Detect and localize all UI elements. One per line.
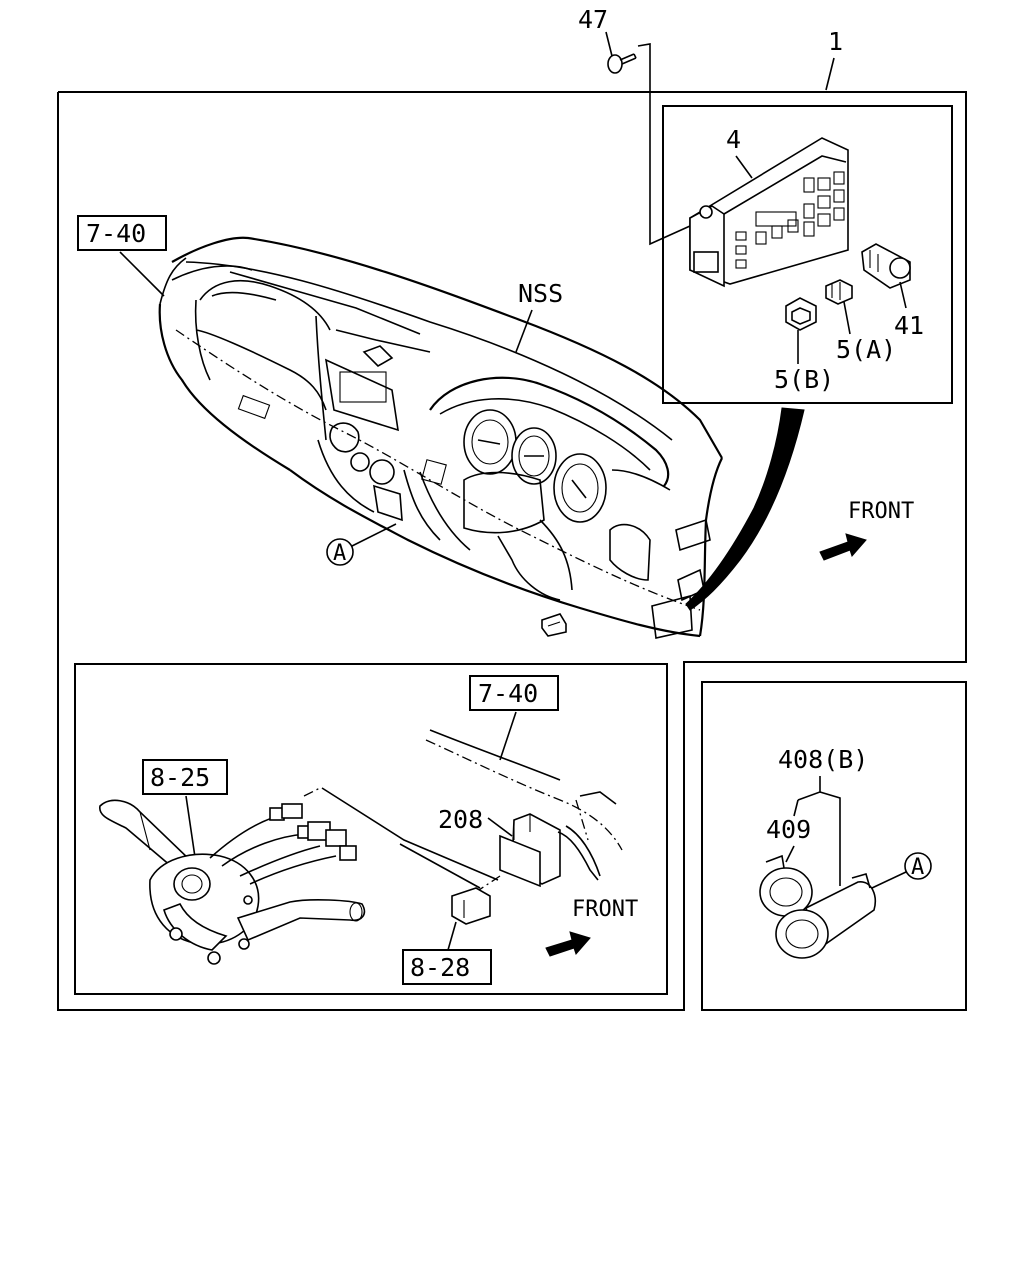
label-5a: 5(A) bbox=[836, 335, 896, 364]
socket-panel: 408(B) 409 A bbox=[701, 681, 967, 1011]
label-41: 41 bbox=[894, 311, 924, 340]
front-indicator-bottom: FRONT bbox=[545, 897, 638, 957]
label-a-dashboard: A bbox=[333, 541, 346, 566]
main-panel-frame bbox=[57, 91, 967, 1011]
label-front-bottom: FRONT bbox=[572, 897, 638, 922]
control-unit-body bbox=[689, 137, 849, 288]
label-8-28: 8-28 bbox=[410, 953, 470, 982]
label-8-25: 8-25 bbox=[150, 763, 210, 792]
switch-5b: 5(B) bbox=[774, 297, 834, 394]
label-7-40-top: 7-40 bbox=[86, 219, 146, 248]
cap-409 bbox=[759, 854, 813, 917]
label-a-socket: A bbox=[911, 855, 924, 880]
callout-a-socket: A bbox=[904, 852, 932, 880]
front-indicator-top: FRONT bbox=[819, 499, 914, 561]
label-408b: 408(B) bbox=[778, 745, 868, 774]
label-47: 47 bbox=[578, 5, 608, 34]
label-1: 1 bbox=[828, 27, 843, 56]
label-208: 208 bbox=[438, 805, 483, 834]
combination-switch bbox=[99, 787, 499, 965]
callout-a-dashboard: A bbox=[326, 523, 397, 566]
screw-47: 47 bbox=[578, 5, 691, 246]
label-4: 4 bbox=[726, 125, 741, 154]
label-nss: NSS bbox=[518, 279, 563, 308]
assembly-1-callout: 1 bbox=[825, 27, 843, 91]
switch-relay-panel: 7-40 8-25 bbox=[74, 663, 668, 995]
connector-8-28: 8-28 bbox=[402, 887, 492, 985]
control-unit-inset: 4 bbox=[662, 105, 953, 404]
relay-208: 208 bbox=[438, 805, 601, 893]
label-5b: 5(B) bbox=[774, 365, 834, 394]
nss-callout: NSS bbox=[515, 279, 563, 353]
label-409: 409 bbox=[766, 815, 811, 844]
label-7-40-bottom: 7-40 bbox=[478, 679, 538, 708]
label-front-top: FRONT bbox=[848, 499, 914, 524]
socket-408b bbox=[775, 871, 907, 959]
instrument-panel-drawing bbox=[158, 236, 723, 639]
connector-wedge bbox=[685, 407, 805, 611]
clip-41: 41 bbox=[861, 243, 924, 340]
ref-7-40-top: 7-40 bbox=[77, 215, 167, 297]
switch-5a: 5(A) bbox=[825, 279, 896, 364]
